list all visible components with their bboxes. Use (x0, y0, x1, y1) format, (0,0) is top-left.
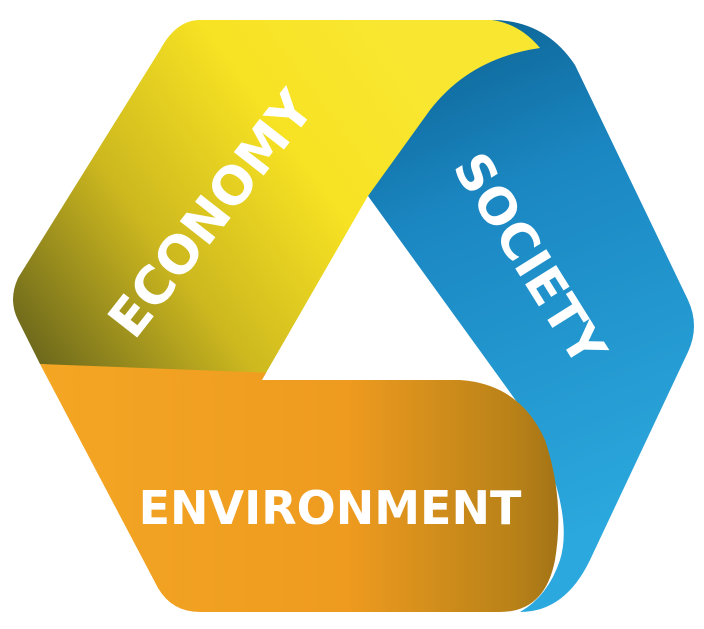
economy-band (13, 20, 540, 380)
environment-band (40, 364, 559, 612)
environment-label: ENVIRONMENT (139, 481, 522, 535)
society-band (368, 20, 694, 612)
center-triangle (262, 196, 460, 380)
